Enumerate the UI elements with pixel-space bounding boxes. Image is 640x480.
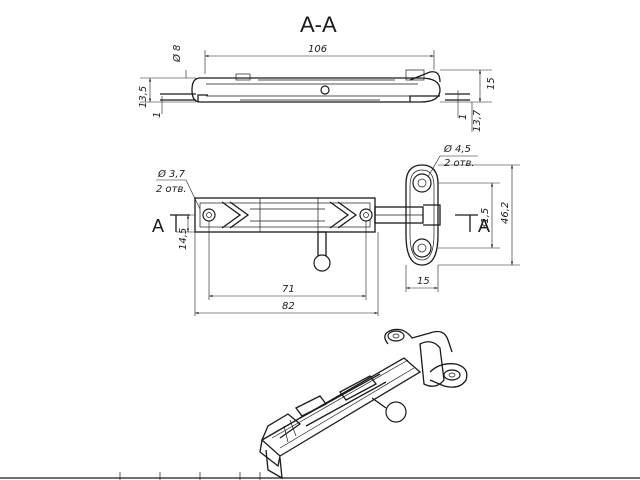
dim-h-right1: 31,5 [480,208,491,230]
dim-h-right2: 46,2 [500,202,511,224]
section-title: A-A [300,12,337,37]
dim-top-r1: 15 [486,77,497,90]
isometric-view [259,328,468,480]
dim-len-outer: 82 [282,301,295,312]
dim-top-r2: 1 [458,114,469,120]
dim-len-inner: 71 [282,284,295,295]
top-view: 106 Ø 8 13,5 1 15 1 13,7 [138,44,497,132]
dim-hole-small-qty: 2 отв. [156,184,187,195]
dim-top-h1: 13,5 [138,86,149,108]
dim-hole-large-qty: 2 отв. [444,158,475,169]
dim-hole-large: Ø 4,5 [443,143,471,155]
front-view: 71 82 Ø 3,7 2 отв. Ø 4,5 2 отв. 14,5 31,… [152,143,520,316]
dim-w-bracket: 15 [417,276,430,287]
dim-top-h2: 1 [152,112,163,118]
dim-top-dia: Ø 8 [171,45,183,63]
dim-hole-small: Ø 3,7 [157,168,186,180]
dim-h-left: 14,5 [178,228,189,250]
section-marker-left: A [152,216,164,236]
dim-top-r3: 13,7 [472,109,483,132]
section-marker-right: A [478,216,490,236]
dim-top-length: 106 [308,44,327,55]
